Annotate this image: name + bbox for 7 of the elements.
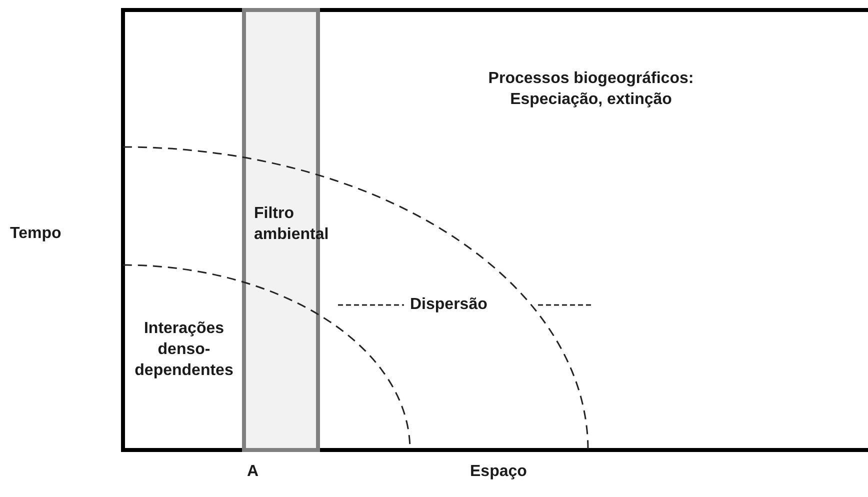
filter-label: Filtro ambiental bbox=[254, 204, 330, 245]
axis-label: A bbox=[247, 462, 259, 482]
process-note: Processos biogeográficos: Especiação, extinção bbox=[487, 69, 695, 110]
interaction-label: Interações denso-dependentes bbox=[134, 319, 234, 381]
dispersal-label: Dispersão bbox=[408, 294, 490, 315]
axis-label: Espaço bbox=[470, 462, 527, 482]
axis-label: Tempo bbox=[10, 224, 62, 244]
